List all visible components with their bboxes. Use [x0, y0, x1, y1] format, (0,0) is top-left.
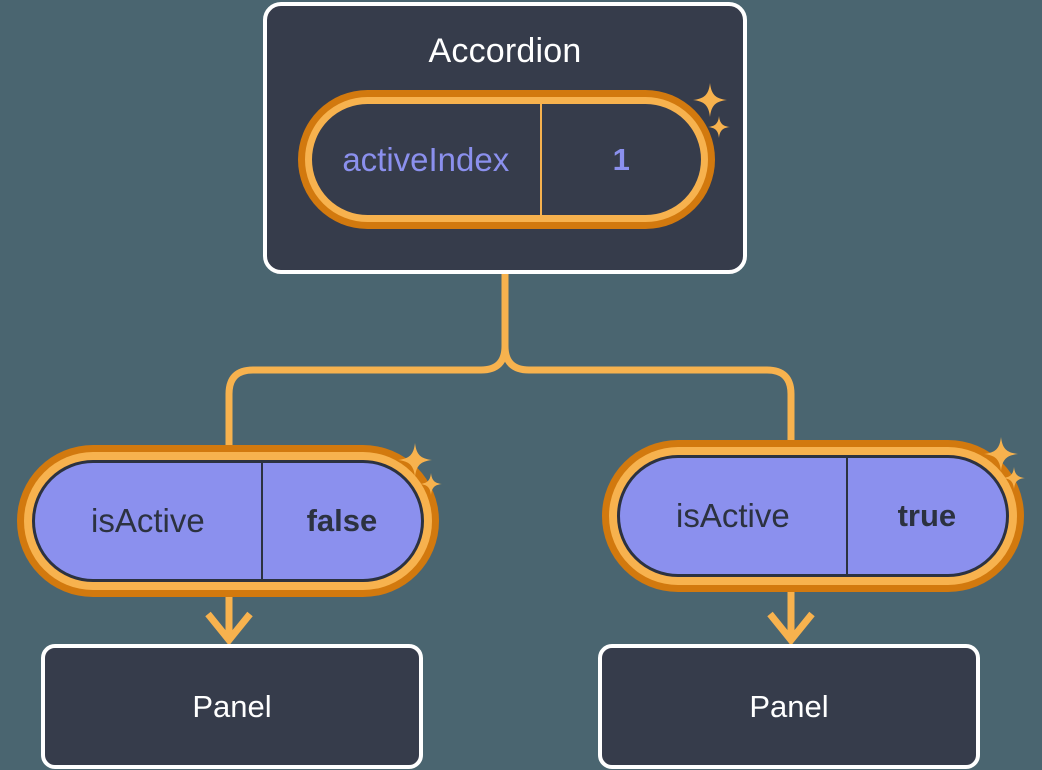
state-key-label: activeIndex [342, 140, 510, 178]
state-pill-divider [845, 458, 848, 574]
state-key-label: isActive [676, 497, 790, 534]
state-pill-divider [539, 104, 542, 215]
component-title-panel: Panel [192, 688, 272, 724]
component-box-panel-right[interactable]: Panel [598, 644, 980, 769]
state-pill-is-active-true[interactable]: isActive true [617, 455, 1009, 577]
connector-branch-right [501, 345, 795, 457]
component-title-panel: Panel [749, 688, 829, 724]
state-key-label: isActive [91, 502, 205, 539]
sparkle-icon [420, 473, 442, 495]
component-title-accordion: Accordion [428, 32, 582, 70]
state-value-label: 1 [612, 141, 630, 177]
state-value-label: false [306, 503, 378, 538]
arrowhead-left [205, 611, 253, 646]
arrowhead-right [767, 611, 815, 646]
state-pill-divider [260, 463, 263, 579]
state-value-label: true [897, 498, 957, 533]
state-pill-is-active-false[interactable]: isActive false [32, 460, 424, 582]
state-pill-active-index[interactable]: activeIndex 1 [305, 97, 708, 222]
sparkle-icon [1003, 467, 1025, 489]
component-box-panel-left[interactable]: Panel [41, 644, 423, 769]
connector-branch-left [225, 345, 509, 462]
